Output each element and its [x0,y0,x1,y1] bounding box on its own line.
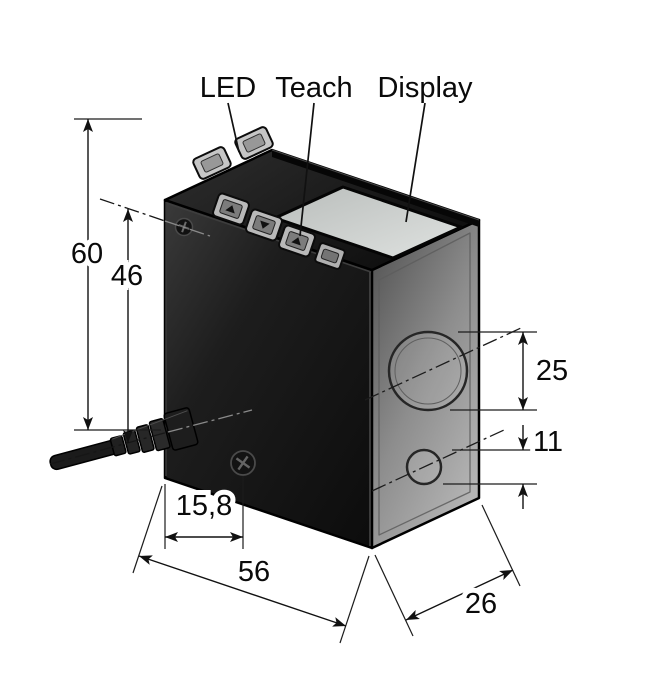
centerline-cable-on-body [167,409,253,433]
centerline-mount-hole [99,198,166,222]
leader-led [227,102,240,153]
dim-label-total-height: 60 [71,238,103,270]
dim-label-cable-offset: 15,8 [176,490,232,522]
led-button-face [242,133,266,153]
screw-bottom [230,450,256,476]
top-back-ridge [272,150,479,227]
led-button-face [200,153,224,173]
dim-line-body-depth [405,569,514,621]
teach-button-up [212,192,250,226]
dim-line-body-width [138,555,347,627]
callout-led-label: LED [200,72,256,104]
edge-highlight [271,149,480,221]
leader-display [405,102,426,223]
callout-teach-label: Teach [275,72,352,104]
leader-teach [299,102,315,237]
up-arrow-icon [291,237,301,246]
callout-display-label: Display [377,72,473,104]
screw-cross-icon [235,455,251,471]
display-window [273,185,463,260]
teach-button-set [314,242,346,270]
down-arrow-icon [260,220,270,229]
dim-label-lens-small: 11 [533,426,563,458]
up-arrow-icon [225,205,235,214]
dim-label-body-width: 56 [238,556,270,588]
centerline-cable [49,431,169,465]
led-button-1 [192,146,232,180]
centerline-lens-large [364,327,522,401]
lens-large [387,330,469,412]
dim-label-body-depth: 26 [465,588,497,620]
lens-large-inner [394,337,462,405]
right-face-inset-panel [378,232,471,536]
dim-label-lens-large: 25 [536,355,568,387]
teach-button-face [320,248,340,264]
centerline-mount-hole-on-body [164,220,211,237]
centerline-lens-small [371,429,505,492]
dim-label-mount-height: 46 [111,260,143,292]
teach-button-down [245,208,283,242]
